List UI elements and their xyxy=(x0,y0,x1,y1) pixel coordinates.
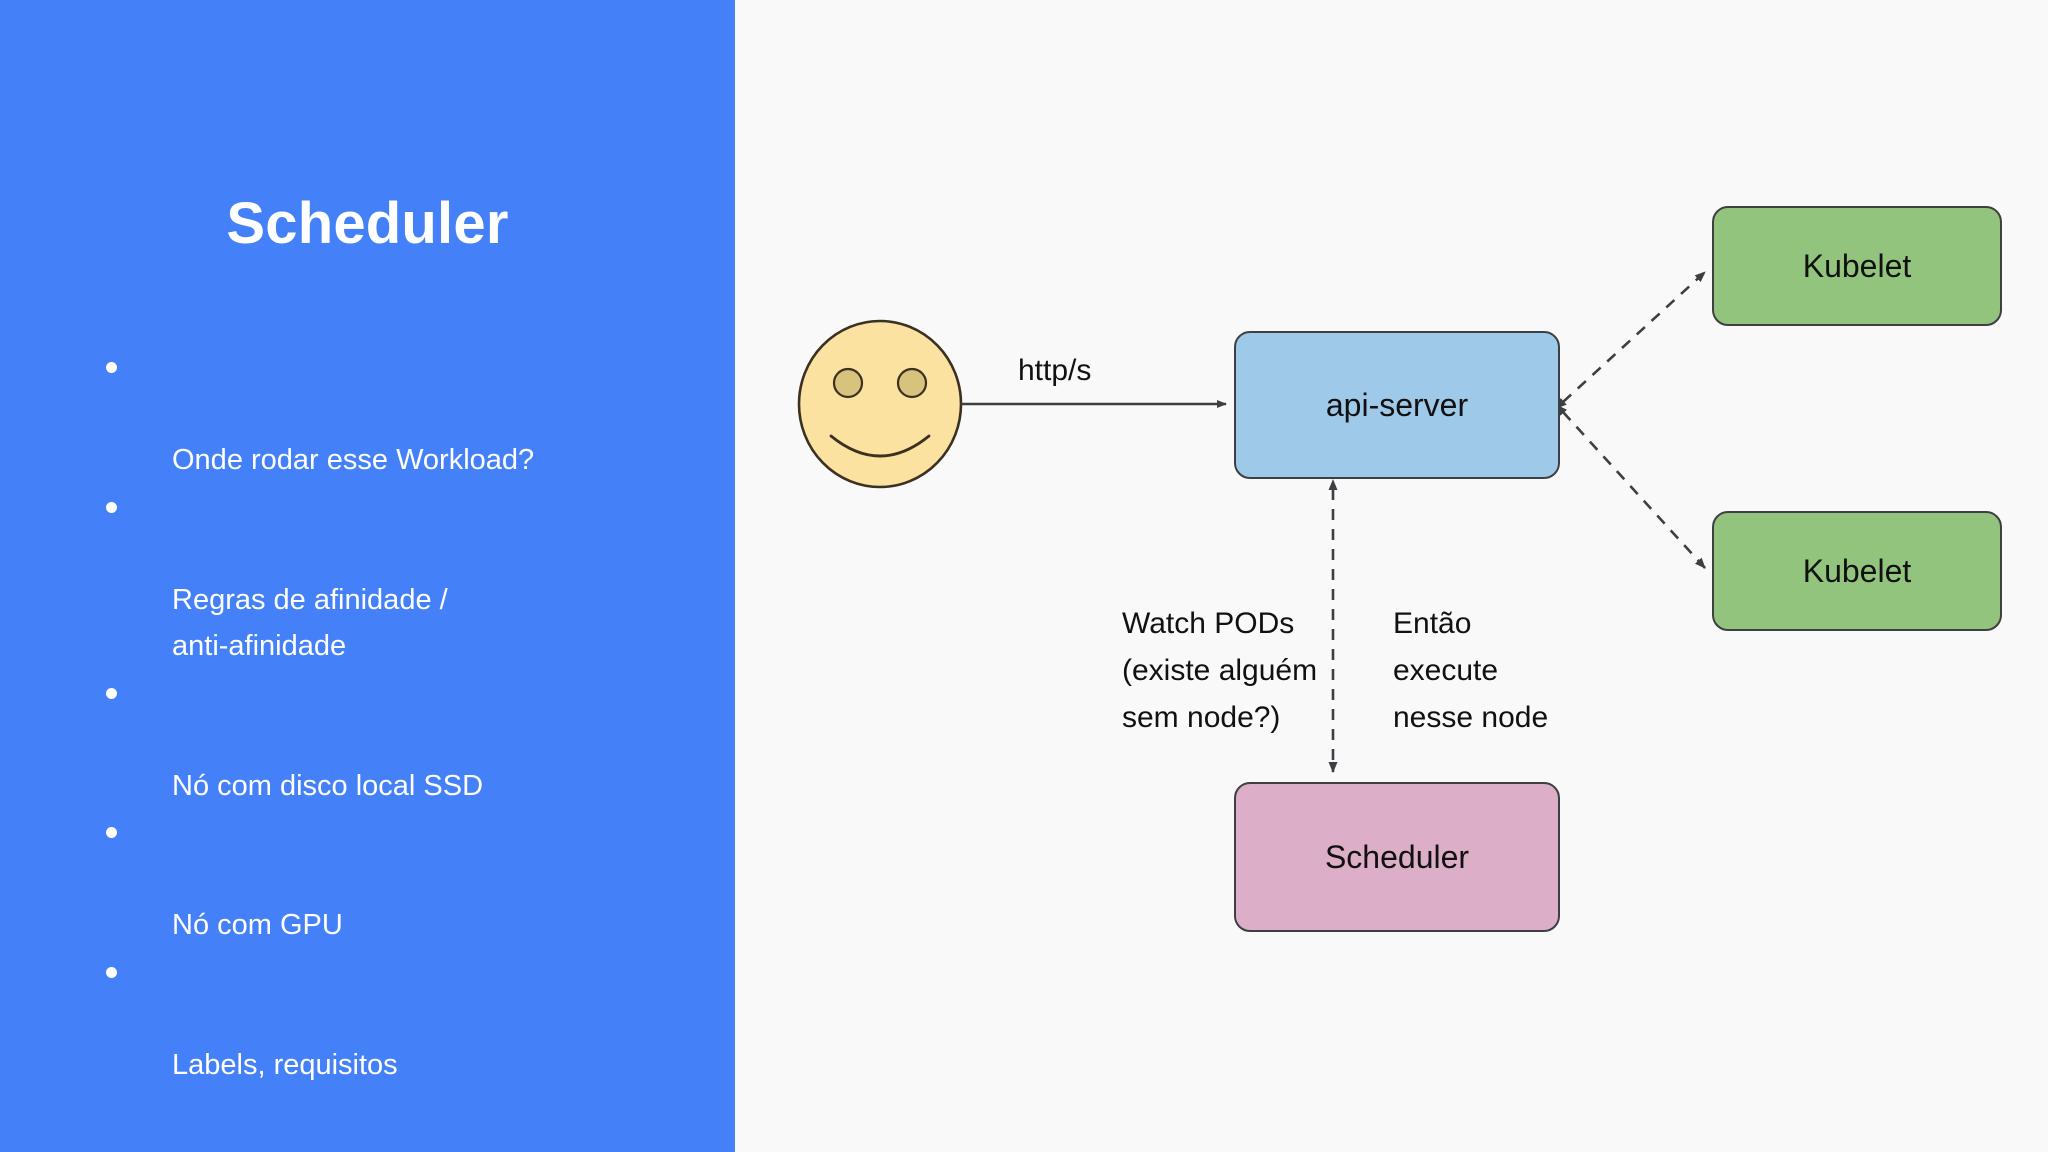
page-title: Scheduler xyxy=(226,191,509,256)
bullet-dot-icon xyxy=(106,362,117,373)
bullet-dot-icon xyxy=(106,501,117,513)
bullet-dot-icon xyxy=(106,966,117,978)
diagram-connectors xyxy=(797,271,1706,773)
node-api-server-label: api-server xyxy=(1325,386,1469,423)
list-item: Onde rodar esse Workload? xyxy=(92,344,692,484)
node-kubelet-top[interactable]: Kubelet xyxy=(1712,206,2002,326)
list-item: Labels, requisitos xyxy=(92,949,692,1089)
list-item-label: Nó com GPU xyxy=(172,909,343,941)
edge-label-https: http/s xyxy=(1018,354,1092,387)
edge-api-server-to-kubelet-top xyxy=(1555,271,1706,409)
bullet-dot-icon xyxy=(106,827,117,838)
list-item-label: Onde rodar esse Workload? xyxy=(172,444,535,476)
actor-smiley-face-icon xyxy=(797,319,963,489)
node-scheduler-label: Scheduler xyxy=(1324,838,1470,875)
node-scheduler[interactable]: Scheduler xyxy=(1234,782,1560,932)
node-kubelet-top-label: Kubelet xyxy=(1802,247,1912,284)
list-item: Nó com disco local SSD xyxy=(92,670,692,810)
edge-api-server-to-kubelet-bottom xyxy=(1556,404,1706,569)
edge-label-entao-execute: Então execute nesse node xyxy=(1393,607,1549,734)
list-item-label: Regras de afinidade / anti-afinidade xyxy=(172,583,448,663)
bullet-list: Onde rodar esse Workload? Regras de afin… xyxy=(92,344,692,1088)
bullet-dot-icon xyxy=(106,687,117,699)
node-api-server[interactable]: api-server xyxy=(1234,331,1560,479)
node-kubelet-bottom-label: Kubelet xyxy=(1802,552,1912,589)
list-item: Regras de afinidade / anti-afinidade xyxy=(92,484,692,670)
node-kubelet-bottom[interactable]: Kubelet xyxy=(1712,511,2002,631)
left-blue-panel: Scheduler Onde rodar esse Workload? Regr… xyxy=(0,0,735,1152)
list-item-label: Labels, requisitos xyxy=(172,1048,398,1081)
edge-label-watch-pods: Watch PODs (existe alguém sem node?) xyxy=(1122,607,1318,734)
list-item-label: Nó com disco local SSD xyxy=(172,769,484,802)
list-item: Nó com GPU xyxy=(92,809,692,949)
